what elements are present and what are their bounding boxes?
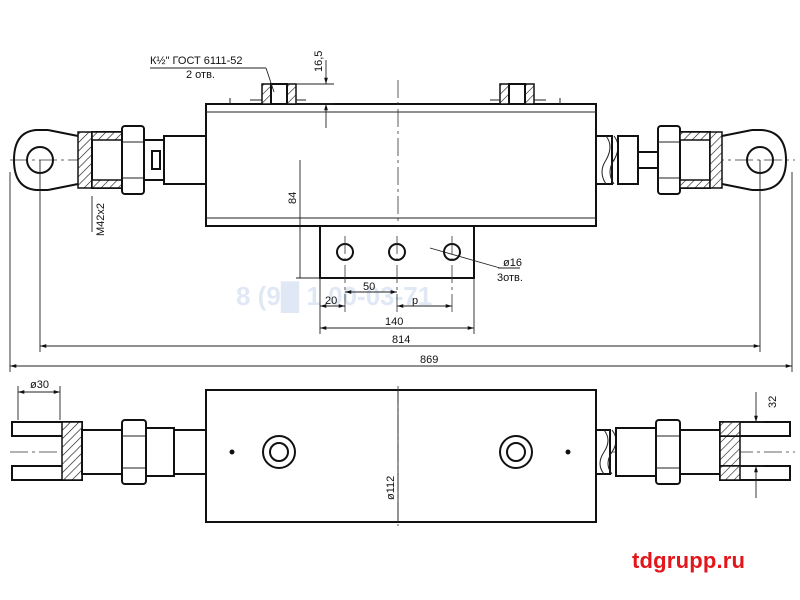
dim-869-label: 869 [420, 354, 438, 366]
port-bottom-right [499, 435, 533, 469]
dim-112-label: ø112 [385, 476, 397, 500]
port-right [490, 83, 546, 105]
left-eye-rod-end [12, 125, 207, 195]
site-brand-label: tdgrupp.ru [632, 548, 746, 573]
port-spec-label: К½" ГОСТ 6111-52 [150, 55, 243, 67]
top-dimensions [9, 60, 793, 372]
dim-50-label: 50 [363, 281, 375, 293]
mounting-plate [319, 80, 475, 312]
port-left [250, 83, 306, 105]
top-view [9, 60, 795, 372]
port-bottom-left [262, 435, 296, 469]
thread-label: M42x2 [95, 203, 107, 236]
right-rod-end [595, 125, 788, 195]
dim-30-label: ø30 [30, 379, 49, 391]
dim-140-label: 140 [385, 316, 403, 328]
cylinder-body-top [205, 103, 597, 227]
hole-diameter-label: ø16 [503, 257, 522, 269]
right-clevis [595, 419, 791, 485]
port-count-label: 2 отв. [186, 69, 215, 81]
dim-20-label: 20 [325, 295, 337, 307]
dim-16-5-label: 16,5 [313, 51, 325, 72]
dim-p-label: p [412, 295, 418, 307]
dim-84-label: 84 [287, 192, 299, 204]
left-clevis [11, 419, 207, 485]
bottom-view [10, 386, 795, 526]
dim-32-label: 32 [767, 396, 779, 408]
bottom-dimensions [17, 386, 764, 522]
dim-814-label: 814 [392, 334, 410, 346]
hole-count-label: 3отв. [497, 272, 523, 284]
